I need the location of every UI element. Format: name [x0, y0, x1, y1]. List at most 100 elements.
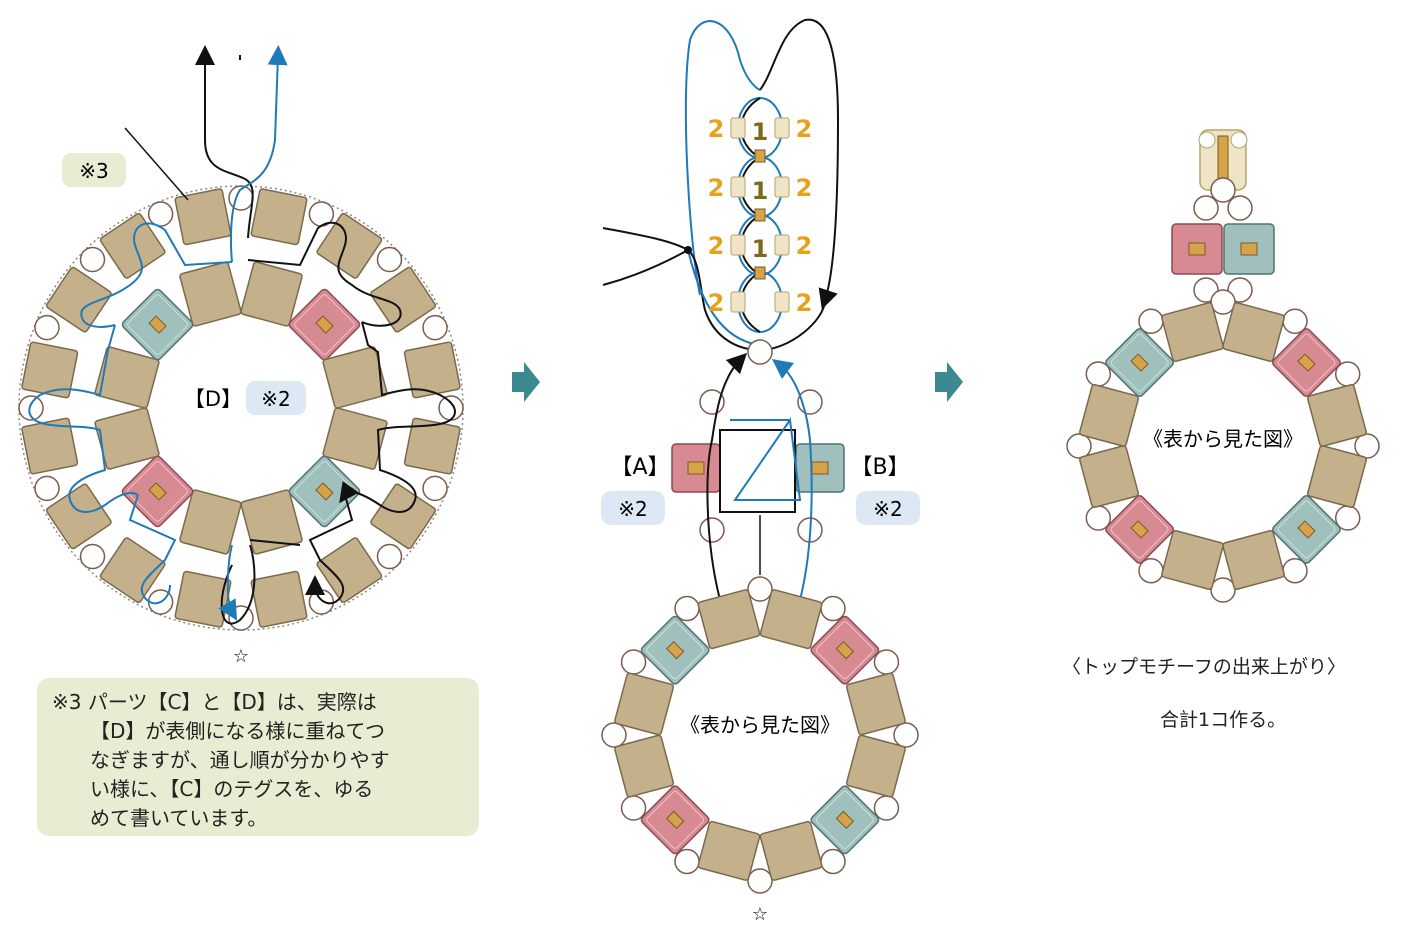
middle-ring	[601, 576, 919, 894]
label-d: 【D】	[184, 387, 242, 411]
square-section	[671, 339, 845, 601]
pink-gem	[810, 615, 880, 685]
inner-tile	[240, 261, 303, 327]
ring-bead	[873, 795, 900, 821]
bead-number-2: 2	[708, 174, 725, 202]
ref-b: ※2	[873, 497, 902, 521]
black-thread-tail	[602, 249, 689, 286]
inner-tile	[322, 346, 388, 409]
label-b: 【B】	[850, 455, 909, 480]
ring-bead	[620, 649, 647, 675]
ring-bead	[34, 314, 60, 341]
left-ring-figure: ※3 【D】 ※2 ☆	[18, 45, 464, 667]
ring-bead	[820, 848, 846, 875]
inner-tiles	[94, 261, 388, 555]
bead-number-2: 2	[796, 289, 813, 317]
ring-bead	[1210, 289, 1236, 315]
ring-tile	[1161, 529, 1224, 590]
ring-bead	[79, 246, 106, 273]
ring-bead	[79, 543, 106, 570]
ref-2-label: ※2	[261, 387, 290, 411]
right-view-label: 《表から見た図》	[1143, 427, 1303, 451]
ring-tile	[697, 820, 761, 881]
outer-tile	[316, 212, 383, 279]
ring-bead	[893, 722, 919, 748]
ring-bead	[438, 395, 464, 421]
knot	[684, 246, 692, 254]
bead-number-2: 2	[708, 115, 725, 143]
label-a: 【A】	[610, 455, 669, 480]
ring-bead	[34, 475, 60, 502]
ring-bead	[422, 475, 448, 502]
pink-gem	[1271, 328, 1341, 398]
inner-tile	[240, 489, 303, 555]
star-mark: ☆	[233, 646, 249, 667]
ring-tile	[697, 589, 761, 650]
black-thread-middle	[602, 227, 826, 352]
outer-tile	[99, 212, 166, 279]
bead-number-2: 2	[796, 115, 813, 143]
finished-caption: 〈トップモチーフの出来上がり〉	[1062, 656, 1346, 678]
step-arrow-1	[512, 362, 540, 402]
ring-bead	[820, 595, 846, 622]
ring-bead	[308, 589, 335, 615]
ring-tile	[614, 672, 675, 736]
pink-gem	[288, 288, 361, 361]
ref-b-badge	[856, 491, 920, 525]
blue-thread	[28, 45, 288, 621]
ring-bead	[376, 543, 403, 570]
outer-tiles	[21, 188, 461, 628]
ring-bead	[674, 595, 700, 622]
ring-bead	[674, 848, 700, 875]
middle-view-label: 《表から見た図》	[680, 713, 840, 737]
teal-gem	[640, 615, 710, 685]
teal-gem	[121, 288, 194, 361]
teal-gem	[810, 785, 880, 855]
pink-gem	[121, 455, 194, 528]
ring-tile	[845, 734, 906, 798]
pink-gem	[1105, 494, 1175, 564]
ring-tile	[1161, 302, 1224, 363]
note-line-3: なぎますが、通し順が分かりやす	[90, 748, 390, 772]
ref-badge-3	[62, 153, 126, 187]
ring-bead	[1066, 433, 1092, 459]
outer-tile	[99, 537, 166, 604]
teal-gem	[288, 455, 361, 528]
outer-tile	[370, 266, 437, 333]
bead-number-1: 1	[752, 177, 769, 205]
ring-bead	[1354, 433, 1380, 459]
ref-a-badge	[601, 491, 665, 525]
outer-tile	[45, 483, 112, 550]
ring-bead	[422, 314, 448, 341]
inner-tile	[94, 346, 160, 409]
ring-tile	[1079, 384, 1140, 447]
ring-bead	[1210, 577, 1236, 603]
ring-bead	[376, 246, 403, 273]
bead-number-1: 1	[752, 118, 769, 146]
note-text: ※3 パーツ【C】と【D】は、実際は 【D】が表側になる様に重ねてつ なぎますが…	[52, 688, 472, 833]
bead-column	[730, 97, 790, 333]
outer-tile	[174, 188, 232, 246]
ring-bead	[620, 795, 647, 821]
outer-tile	[21, 417, 79, 475]
bead-number-2: 2	[708, 232, 725, 260]
ring-bead	[18, 395, 44, 421]
pointer-line	[124, 127, 189, 201]
outer-tile	[316, 537, 383, 604]
right-figure: 《表から見た図》	[1066, 129, 1380, 603]
ref-3-label: ※3	[79, 159, 108, 183]
teal-gem	[1105, 328, 1175, 398]
ring-tile	[759, 820, 823, 881]
ring-bead	[601, 722, 627, 748]
note-line-2: 【D】が表側になる様に重ねてつ	[90, 719, 386, 743]
outer-tile	[403, 417, 461, 475]
inner-tile	[179, 261, 242, 327]
ref-a: ※2	[618, 497, 647, 521]
ring-bead	[147, 201, 174, 227]
ring-tile	[759, 589, 823, 650]
pink-gem	[640, 785, 710, 855]
bead-number-1: 1	[752, 235, 769, 263]
